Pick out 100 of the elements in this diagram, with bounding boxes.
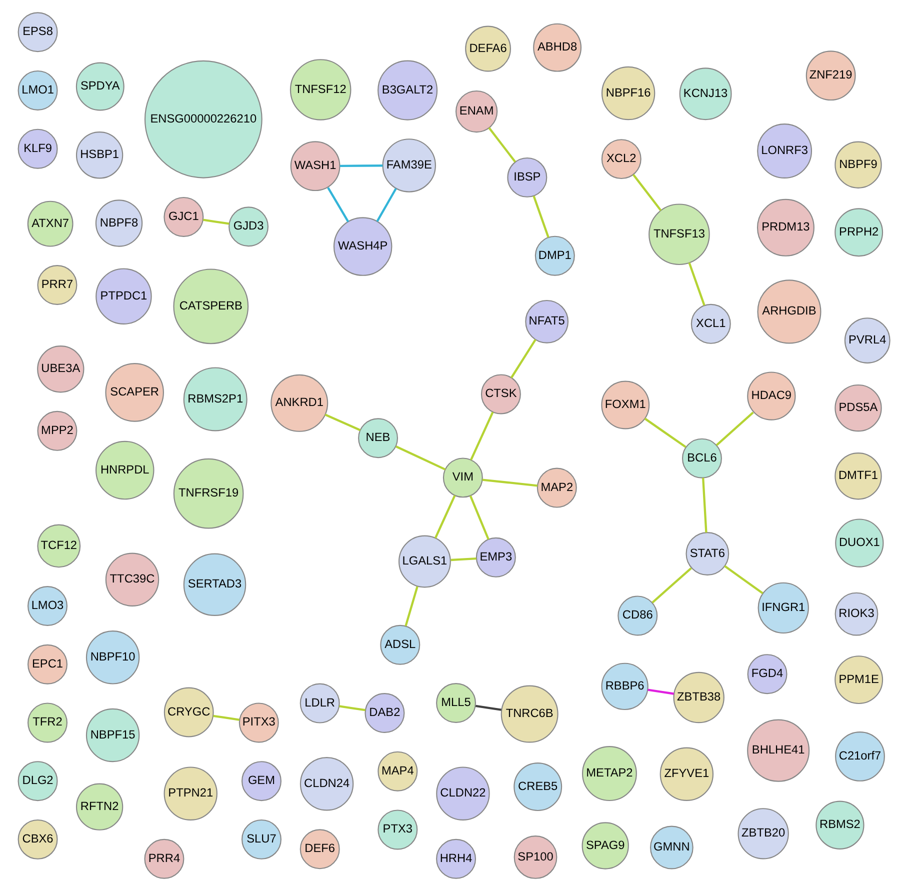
connector xyxy=(468,495,489,540)
node-circle: TFR2 xyxy=(27,702,67,743)
node-circle: RBMS2 xyxy=(815,800,864,850)
node-circle: RIOK3 xyxy=(834,592,878,636)
node-circle: ABHD8 xyxy=(532,23,582,72)
node-circle: BHLHE41 xyxy=(746,719,810,782)
node-circle: CLDN22 xyxy=(436,766,490,820)
node-circle: ENAM xyxy=(455,90,498,133)
node-circle: SLU7 xyxy=(241,819,281,860)
node-circle: CREB5 xyxy=(513,762,562,812)
connector xyxy=(482,478,538,487)
node-circle: GMNN xyxy=(649,826,693,870)
node-circle: DUOX1 xyxy=(834,518,884,568)
node-circle: TNFSF12 xyxy=(289,59,351,120)
node-circle: RBBP6 xyxy=(600,662,648,710)
node-circle: ENSG00000226210 xyxy=(144,60,262,178)
node-circle: PVRL4 xyxy=(844,318,890,364)
node-circle: CTSK xyxy=(480,374,520,414)
node-circle: GJC1 xyxy=(163,196,204,237)
node-circle: PTPN21 xyxy=(163,766,217,820)
node-circle: NBPF8 xyxy=(94,200,142,247)
connector xyxy=(339,164,382,167)
node-circle: DEFA6 xyxy=(464,26,510,72)
connector xyxy=(715,412,754,446)
node-circle: NBPF9 xyxy=(834,141,882,188)
node-circle: WASH1 xyxy=(290,141,340,192)
node-circle: NFAT5 xyxy=(524,300,568,344)
node-circle: RFTN2 xyxy=(75,783,123,830)
node-circle: TCF12 xyxy=(36,524,80,568)
node-circle: METAP2 xyxy=(581,746,636,802)
node-circle: HRH4 xyxy=(436,838,476,879)
node-circle: ZBTB20 xyxy=(737,808,788,860)
node-circle: PITX3 xyxy=(238,702,278,743)
connector xyxy=(644,418,686,448)
node-circle: PRR7 xyxy=(36,265,77,305)
node-circle: MPP2 xyxy=(36,410,77,451)
node-circle: CD86 xyxy=(617,596,658,636)
node-circle: ZNF219 xyxy=(805,50,856,101)
node-circle: ATXN7 xyxy=(26,200,73,247)
connector xyxy=(510,339,536,378)
node-circle: CRYGC xyxy=(163,687,214,738)
node-circle: BCL6 xyxy=(681,438,722,478)
node-circle: KCNJ13 xyxy=(678,68,732,120)
node-circle: NEB xyxy=(358,418,398,458)
node-circle: FGD4 xyxy=(746,654,787,694)
node-circle: IBSP xyxy=(506,157,547,198)
connector xyxy=(434,495,456,538)
connector xyxy=(532,196,549,238)
node-circle: PRDM13 xyxy=(756,198,814,256)
node-circle: SERTAD3 xyxy=(182,553,246,616)
node-circle: TNFSF13 xyxy=(648,204,710,266)
node-circle: TTC39C xyxy=(104,552,159,606)
connector xyxy=(202,218,229,225)
node-circle: NBPF10 xyxy=(85,630,140,684)
connector xyxy=(651,567,692,604)
node-circle: ARHGDIB xyxy=(756,280,821,344)
node-circle: SCAPER xyxy=(104,363,164,422)
node-circle: ANKRD1 xyxy=(270,374,328,432)
node-circle: CATSPERB xyxy=(172,268,248,344)
node-circle: MAP2 xyxy=(536,468,576,508)
node-circle: ADSL xyxy=(380,624,420,665)
node-circle: LONRF3 xyxy=(756,124,812,178)
node-circle: PPM1E xyxy=(834,656,883,704)
connector xyxy=(338,705,365,712)
node-circle: DEF6 xyxy=(299,829,340,870)
connector xyxy=(724,565,763,594)
node-circle: PTX3 xyxy=(377,810,418,850)
connector xyxy=(376,188,396,222)
node-circle: SP100 xyxy=(513,836,557,879)
connector xyxy=(404,586,418,626)
node-circle: CLDN24 xyxy=(299,757,354,811)
connector xyxy=(647,688,674,695)
node-circle: TNFRSF19 xyxy=(172,458,244,529)
node-circle: LDLR xyxy=(299,683,340,724)
node-circle: PTPDC1 xyxy=(95,268,152,324)
node-circle: CBX6 xyxy=(17,819,58,860)
connector xyxy=(470,412,494,460)
node-circle: FOXM1 xyxy=(600,380,650,430)
node-circle: TNRC6B xyxy=(500,685,558,743)
node-circle: DLG2 xyxy=(17,761,58,802)
node-circle: DAB2 xyxy=(364,693,404,733)
node-circle: MAP4 xyxy=(377,751,418,792)
node-circle: XCL1 xyxy=(690,304,730,344)
connector xyxy=(702,478,707,533)
node-circle: EMP3 xyxy=(475,537,516,578)
node-circle: GEM xyxy=(241,761,281,802)
node-circle: SPAG9 xyxy=(581,822,628,870)
node-circle: IFNGR1 xyxy=(757,582,808,634)
node-circle: HSBP1 xyxy=(75,132,123,179)
node-circle: PRPH2 xyxy=(834,208,883,257)
node-circle: KLF9 xyxy=(17,128,58,169)
node-circle: HDAC9 xyxy=(746,372,796,420)
node-circle: FAM39E xyxy=(382,138,436,192)
connector xyxy=(326,187,349,222)
connector xyxy=(632,174,662,212)
node-circle: NBPF15 xyxy=(85,708,140,762)
connector xyxy=(395,446,446,470)
connector xyxy=(324,414,360,432)
node-circle: SPDYA xyxy=(75,62,124,111)
connector xyxy=(212,714,240,721)
